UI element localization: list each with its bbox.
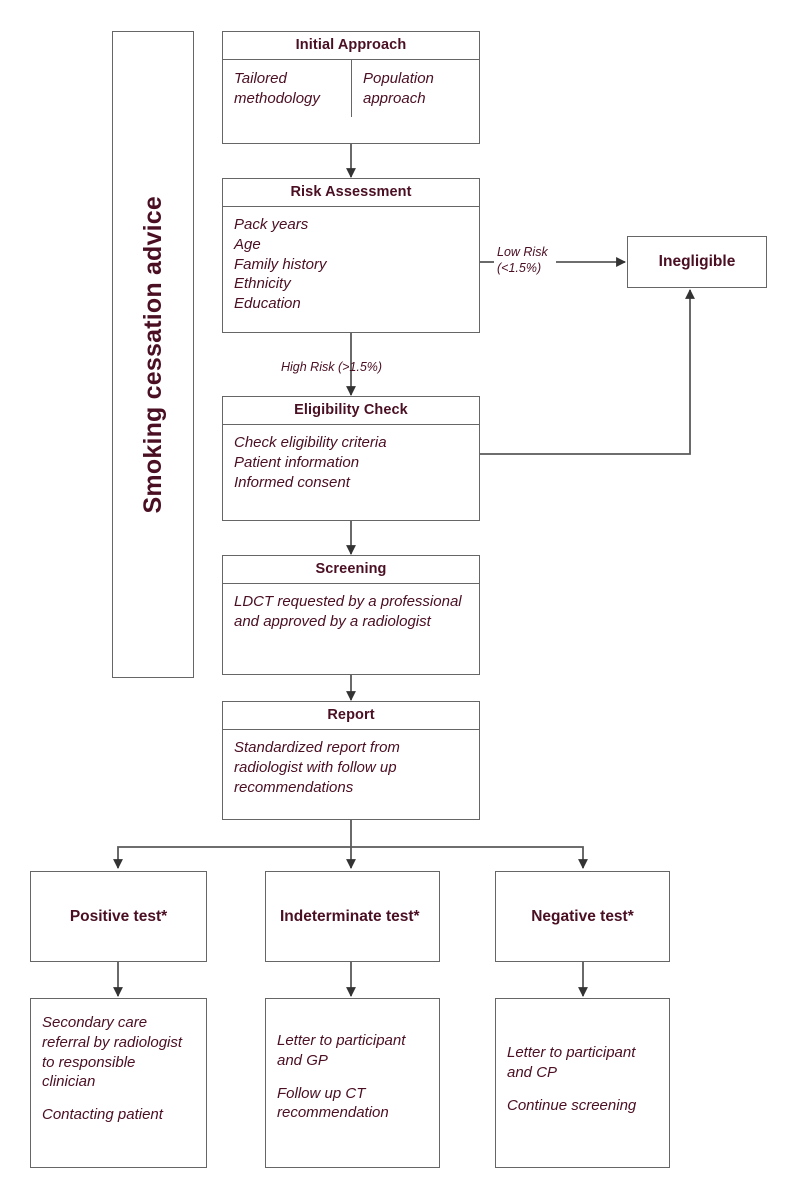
positive-action-line: Secondary care	[42, 1014, 148, 1031]
node-initial-approach: Initial Approach Tailored methodology Po…	[222, 31, 480, 144]
indeterminate-action-line: recommendation	[277, 1104, 389, 1122]
edge-fork-left	[113, 846, 351, 869]
eligibility-item: Check eligibility criteria	[234, 434, 387, 451]
node-screening: Screening LDCT requested by a profession…	[222, 555, 480, 675]
node-report: Report Standardized report from radiolog…	[222, 701, 480, 820]
positive-action-line: Contacting patient	[42, 1106, 163, 1124]
node-report-body: Standardized report from radiologist wit…	[234, 739, 400, 796]
negative-action-spacer	[507, 1083, 659, 1096]
node-negative-action-body: Letter to participant and CP Continue sc…	[496, 999, 669, 1121]
node-eligibility-check: Eligibility Check Check eligibility crit…	[222, 396, 480, 521]
eligibility-item: Informed consent	[234, 473, 350, 491]
risk-item: Education	[234, 295, 301, 313]
indeterminate-action-spacer	[277, 1071, 429, 1084]
node-negative-test-label: Negative test*	[531, 907, 634, 925]
risk-item: Age	[234, 235, 261, 253]
node-positive-action: Secondary care referral by radiologist t…	[30, 998, 207, 1168]
node-screening-body: LDCT requested by a professional and app…	[234, 593, 462, 630]
node-positive-test-label: Positive test*	[69, 907, 168, 925]
indeterminate-action-line: Letter to participant	[277, 1032, 406, 1049]
eligibility-item: Patient information	[234, 453, 360, 471]
node-indeterminate-test: Indeterminate test*	[265, 871, 440, 962]
node-risk-assessment: Risk Assessment Pack years Age Family hi…	[222, 178, 480, 333]
indeterminate-action-line: and GP	[277, 1051, 328, 1069]
node-indeterminate-action: Letter to participant and GP Follow up C…	[265, 998, 440, 1168]
node-negative-action: Letter to participant and CP Continue sc…	[495, 998, 670, 1168]
positive-action-spacer	[42, 1092, 196, 1105]
indeterminate-action-line: Follow up CT	[277, 1084, 366, 1102]
node-risk-assessment-header: Risk Assessment	[223, 179, 479, 207]
positive-action-line: clinician	[42, 1073, 96, 1091]
risk-item: Ethnicity	[234, 275, 291, 293]
node-indeterminate-action-body: Letter to participant and GP Follow up C…	[266, 999, 439, 1129]
edge-eligibility-to-ineligible	[480, 289, 695, 455]
edge-fork-right	[351, 846, 588, 869]
smoking-cessation-advice-panel: Smoking cessation advice	[112, 31, 194, 678]
node-ineligible-label: Inegligible	[658, 253, 736, 270]
node-initial-approach-header: Initial Approach	[223, 32, 479, 60]
node-negative-test: Negative test*	[495, 871, 670, 962]
node-eligibility-check-body: Check eligibility criteria Patient infor…	[223, 425, 479, 498]
node-initial-approach-body: Tailored methodology Population approach	[223, 60, 479, 117]
initial-approach-tailored-methodology: Tailored methodology	[234, 70, 320, 107]
node-indeterminate-test-label: Indeterminate test*	[280, 907, 420, 925]
edge-label-high-risk: High Risk (>1.5%)	[281, 360, 383, 374]
node-ineligible: Inegligible	[627, 236, 767, 288]
risk-item: Family history	[234, 255, 327, 273]
smoking-cessation-advice-label: Smoking cessation advice	[138, 195, 167, 514]
negative-action-line: and CP	[507, 1063, 558, 1081]
positive-action-line: referral by radiologist	[42, 1033, 183, 1051]
negative-action-line: Letter to participant	[507, 1044, 636, 1061]
edge-label-low-risk: Low Risk (<1.5%)	[497, 245, 548, 275]
node-screening-header: Screening	[223, 556, 479, 584]
positive-action-line: to responsible	[42, 1053, 136, 1071]
node-positive-action-body: Secondary care referral by radiologist t…	[31, 999, 206, 1131]
node-eligibility-check-header: Eligibility Check	[223, 397, 479, 425]
node-positive-test: Positive test*	[30, 871, 207, 962]
risk-item: Pack years	[234, 216, 309, 233]
negative-action-line: Continue screening	[507, 1096, 637, 1114]
node-risk-assessment-body: Pack years Age Family history Ethnicity …	[223, 207, 479, 320]
initial-approach-population-approach: Population approach	[351, 60, 479, 117]
node-report-header: Report	[223, 702, 479, 730]
